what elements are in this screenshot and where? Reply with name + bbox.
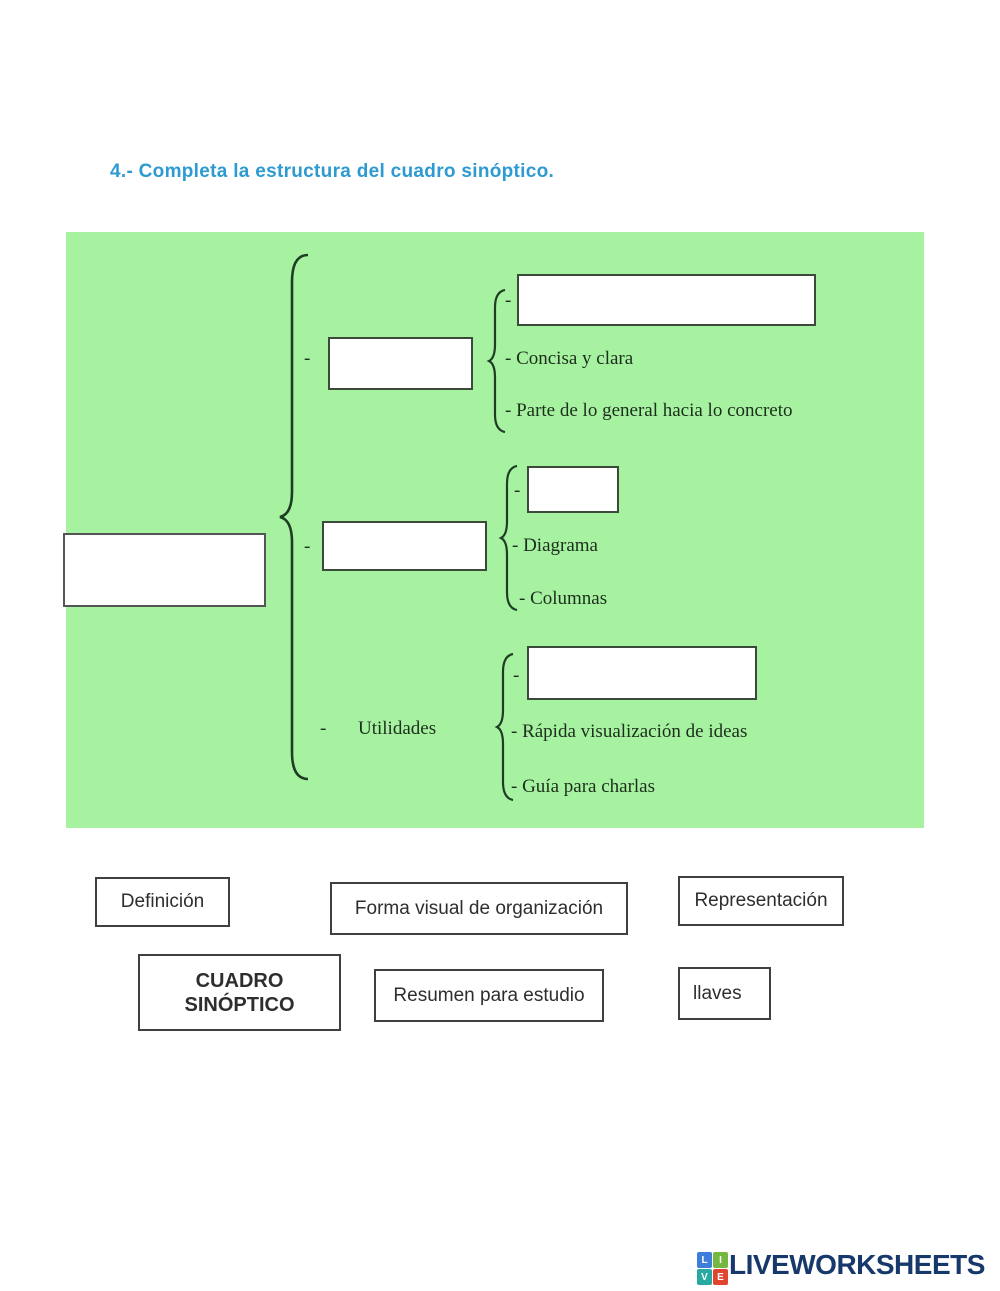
dash: - xyxy=(505,290,512,311)
diagram-text: - Parte de lo general hacia lo concreto xyxy=(505,400,793,421)
word-bank-label: Resumen para estudio xyxy=(393,984,585,1006)
logo-square-e: E xyxy=(713,1269,728,1285)
logo-square-v: V xyxy=(697,1269,712,1285)
word-bank-label-line2: SINÓPTICO xyxy=(184,993,295,1016)
answer-slot-row1-child[interactable] xyxy=(517,274,816,326)
word-bank-label: Forma visual de organización xyxy=(354,897,604,919)
liveworksheets-logo-icon: L I V E xyxy=(697,1252,728,1285)
answer-slot-row2[interactable] xyxy=(322,521,487,571)
word-bank-cuadro-sinoptico[interactable]: CUADRO SINÓPTICO xyxy=(138,954,341,1031)
row3-label: Utilidades xyxy=(358,718,437,739)
dash: - xyxy=(514,480,521,501)
word-bank-representacion[interactable]: Representación xyxy=(678,876,844,926)
diagram-text: - Diagrama xyxy=(512,535,598,556)
dash: - xyxy=(304,536,311,557)
word-bank-llaves[interactable]: llaves xyxy=(678,967,771,1020)
diagram-text: - Concisa y clara xyxy=(505,348,634,369)
word-bank-resumen[interactable]: Resumen para estudio xyxy=(374,969,604,1022)
word-bank-label: llaves xyxy=(693,982,742,1004)
dash: - xyxy=(513,665,520,686)
word-bank-label: Definición xyxy=(120,891,205,912)
diagram-text: - Guía para charlas xyxy=(511,776,656,797)
diagram-text: - Rápida visualización de ideas xyxy=(511,721,748,742)
word-bank-forma-visual[interactable]: Forma visual de organización xyxy=(330,882,628,935)
answer-slot-row1[interactable] xyxy=(328,337,473,390)
answer-slot-root[interactable] xyxy=(63,533,266,607)
sub-brace-row2 xyxy=(498,464,518,612)
logo-square-i: I xyxy=(713,1252,728,1268)
dash: - xyxy=(320,718,327,739)
liveworksheets-brand-text: LIVEWORKSHEETS xyxy=(729,1249,985,1280)
word-bank-label-line1: CUADRO xyxy=(195,969,284,992)
word-bank-definicion[interactable]: Definición xyxy=(95,877,230,927)
logo-square-l: L xyxy=(697,1252,712,1268)
word-bank-label: Representación xyxy=(694,890,828,911)
diagram-text: - Columnas xyxy=(519,588,608,609)
sub-brace-row1 xyxy=(486,288,506,434)
page-title: 4.- Completa la estructura del cuadro si… xyxy=(110,161,555,182)
sub-brace-row3 xyxy=(494,652,514,802)
main-brace xyxy=(279,253,309,781)
dash: - xyxy=(304,348,311,369)
answer-slot-row2-child[interactable] xyxy=(527,466,619,513)
answer-slot-row3-child[interactable] xyxy=(527,646,757,700)
